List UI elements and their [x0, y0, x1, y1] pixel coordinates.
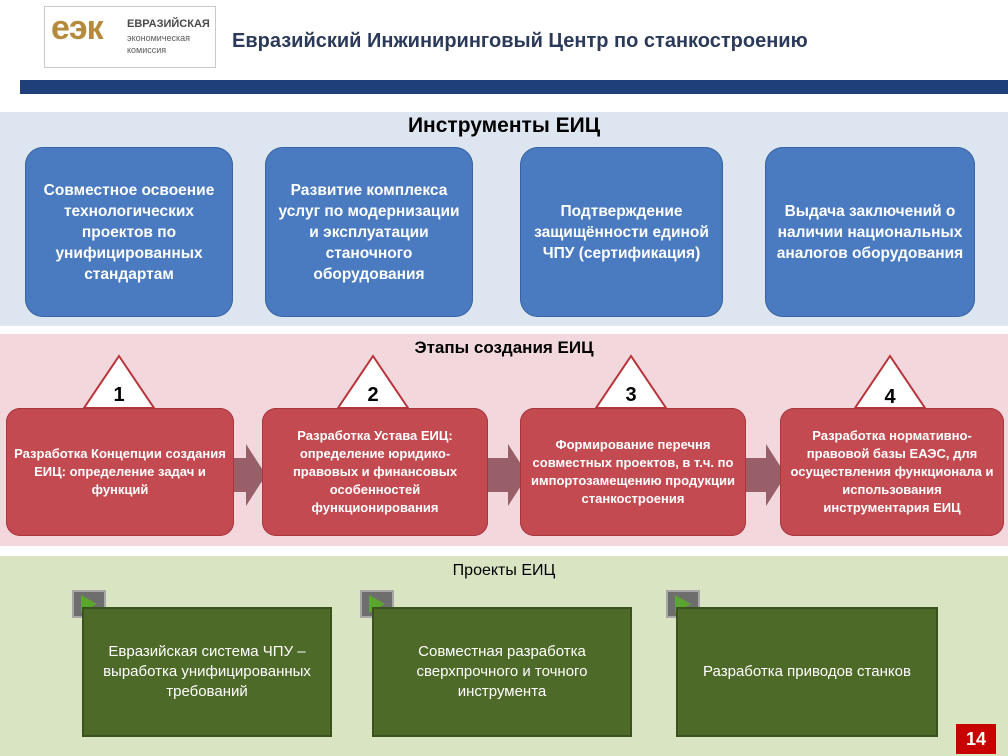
tool-item-3: Подтверждение защищённости единой ЧПУ (с… [520, 147, 723, 317]
tools-title: Инструменты ЕИЦ [407, 114, 601, 137]
projects-title: Проекты ЕИЦ [452, 562, 556, 579]
tool-item-1: Совместное освоение технологических прое… [25, 147, 233, 317]
stage-3-card: Формирование перечня совместных проектов… [520, 408, 746, 536]
stage-4-card: Разработка нормативно-правовой базы ЕАЭС… [780, 408, 1004, 536]
arrow-3-4 [742, 444, 786, 511]
stage-2-number: 2 [367, 384, 379, 406]
tool-item-4: Выдача заключений о наличии национальных… [765, 147, 975, 317]
logo-line-1: ЕВРАЗИЙСКАЯ [127, 18, 210, 30]
arrow-2-3 [484, 444, 528, 511]
logo-mark: еэк [51, 9, 104, 47]
logo-line-3: комиссия [127, 45, 167, 55]
eek-logo: еэк ЕВРАЗИЙСКАЯ экономическая комиссия [44, 6, 216, 68]
stages-title: Этапы создания ЕИЦ [414, 338, 594, 357]
stage-2-card: Разработка Устава ЕИЦ: определение юриди… [262, 408, 488, 536]
project-item-3: Разработка приводов станков [676, 607, 938, 737]
project-item-1: Евразийская система ЧПУ – выработка униф… [82, 607, 332, 737]
stage-1-card: Разработка Концепции создания ЕИЦ: опред… [6, 408, 234, 536]
stage-4-number: 4 [884, 386, 896, 408]
stage-3-number: 3 [625, 384, 637, 406]
logo-line-2: экономическая [127, 33, 191, 43]
project-item-2: Совместная разработка сверхпрочного и то… [372, 607, 632, 737]
stage-1-number: 1 [113, 384, 125, 406]
page-title: Евразийский Инжиниринговый Центр по стан… [232, 30, 808, 52]
header-bar [20, 80, 1008, 94]
page-number: 14 [956, 724, 996, 754]
tool-item-2: Развитие комплекса услуг по модернизации… [265, 147, 473, 317]
